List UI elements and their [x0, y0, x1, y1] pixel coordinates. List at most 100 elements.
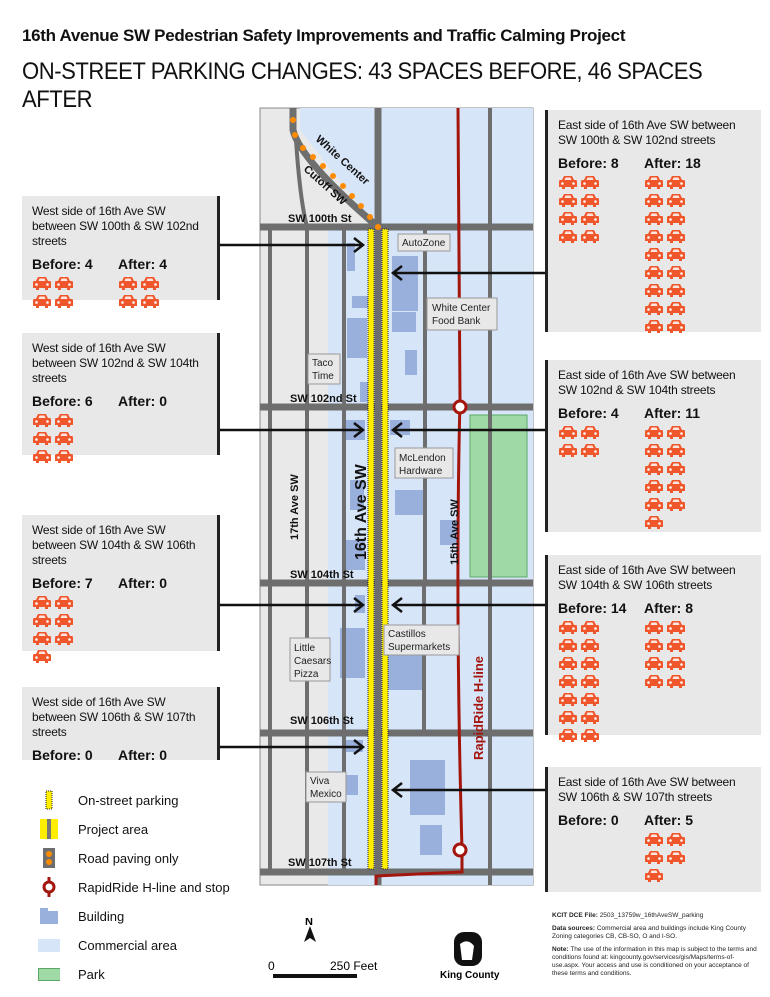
car-icon	[667, 320, 685, 333]
after-cars	[644, 425, 730, 530]
car-icon	[581, 729, 599, 742]
car-icon	[667, 833, 685, 846]
scale-zero: 0	[268, 959, 275, 973]
car-icon	[645, 869, 663, 882]
svg-text:McLendon: McLendon	[399, 453, 446, 464]
car-icon	[559, 444, 577, 457]
panel-east-106-107: East side of 16th Ave SW between SW 106t…	[545, 767, 761, 892]
before-cars	[558, 425, 644, 458]
before-count: Before: 7	[32, 575, 93, 591]
king-county-logo: King County	[440, 932, 500, 981]
car-icon	[645, 516, 663, 529]
svg-text:Mexico: Mexico	[310, 789, 342, 800]
car-icon	[559, 212, 577, 225]
svg-text:Castillos: Castillos	[388, 629, 426, 640]
car-icon	[33, 650, 51, 663]
car-icon	[55, 414, 73, 427]
legend-item: On-street parking	[38, 790, 178, 810]
before-column: Before: 7	[32, 576, 118, 664]
car-icon	[667, 675, 685, 688]
street-label: 15th Ave SW	[449, 499, 461, 565]
before-cars	[32, 595, 118, 664]
building-icon	[40, 908, 58, 924]
panel-heading: East side of 16th Ave SW between SW 100t…	[558, 118, 736, 147]
panel-heading: West side of 16th Ave SW between SW 102n…	[32, 341, 199, 385]
car-icon	[667, 302, 685, 315]
road-paving-dots	[290, 117, 381, 230]
panel-heading: West side of 16th Ave SW between SW 106t…	[32, 695, 196, 739]
car-icon	[559, 230, 577, 243]
car-icon	[645, 302, 663, 315]
car-icon	[33, 295, 51, 308]
car-icon	[33, 632, 51, 645]
car-icon	[581, 693, 599, 706]
car-icon	[141, 277, 159, 290]
scale-bar	[273, 974, 357, 978]
car-icon	[33, 432, 51, 445]
rapidride-stop	[452, 842, 468, 858]
before-count: Before: 6	[32, 393, 93, 409]
car-icon	[581, 444, 599, 457]
arrows	[219, 237, 546, 798]
panel-west-102-104: West side of 16th Ave SW between SW 102n…	[22, 333, 220, 463]
car-icon	[667, 266, 685, 279]
north-label: N	[305, 918, 313, 928]
car-icon	[55, 432, 73, 445]
car-icon	[645, 657, 663, 670]
car-icon	[581, 621, 599, 634]
car-icon	[559, 657, 577, 670]
after-cars	[118, 276, 204, 309]
after-column: After: 5	[644, 813, 730, 883]
svg-text:Caesars: Caesars	[294, 656, 331, 667]
car-icon	[645, 320, 663, 333]
car-icon	[581, 639, 599, 652]
street-label: 17th Ave SW	[289, 474, 301, 540]
car-icon	[645, 462, 663, 475]
after-column: After: 11	[644, 406, 730, 530]
svg-text:Little: Little	[294, 643, 316, 654]
panel-west-104-106: West side of 16th Ave SW between SW 104t…	[22, 515, 220, 663]
car-icon	[55, 295, 73, 308]
after-cars	[644, 620, 730, 689]
panel-east-100-102: East side of 16th Ave SW between SW 100t…	[545, 110, 761, 333]
car-icon	[119, 295, 137, 308]
car-icon	[581, 230, 599, 243]
after-count: After: 18	[644, 155, 701, 171]
car-icon	[645, 621, 663, 634]
panel-heading: East side of 16th Ave SW between SW 102n…	[558, 368, 736, 397]
commercial-area-icon	[38, 938, 60, 952]
car-icon	[581, 657, 599, 670]
before-column: Before: 0	[32, 748, 118, 767]
park-icon	[38, 967, 60, 981]
before-column: Before: 4	[32, 257, 118, 309]
svg-text:Time: Time	[312, 371, 334, 382]
north-arrow-and-scale: N 0 250 Feet	[268, 918, 378, 978]
north-arrow-icon	[304, 926, 316, 942]
before-count: Before: 4	[558, 405, 619, 421]
before-column: Before: 4	[558, 406, 644, 530]
car-icon	[581, 176, 599, 189]
car-icon	[667, 284, 685, 297]
street-label: SW 102nd St	[290, 393, 357, 405]
panel-heading: East side of 16th Ave SW between SW 104t…	[558, 563, 736, 592]
park	[469, 414, 528, 578]
svg-text:Taco: Taco	[312, 358, 334, 369]
legend-item: Commercial area	[38, 935, 177, 955]
svg-text:Food Bank: Food Bank	[432, 316, 481, 327]
car-icon	[559, 621, 577, 634]
svg-text:Supermarkets: Supermarkets	[388, 642, 450, 653]
car-icon	[559, 729, 577, 742]
svg-text:Viva: Viva	[310, 776, 330, 787]
after-count: After: 4	[118, 256, 168, 272]
car-icon	[645, 248, 663, 261]
car-icon	[55, 632, 73, 645]
car-icon	[33, 277, 51, 290]
legend-item: Building	[38, 906, 124, 926]
car-icon	[559, 194, 577, 207]
before-cars	[32, 276, 118, 309]
svg-text:Pizza: Pizza	[294, 669, 319, 680]
car-icon	[645, 176, 663, 189]
legend-item: Park	[38, 964, 105, 984]
car-icon	[581, 194, 599, 207]
